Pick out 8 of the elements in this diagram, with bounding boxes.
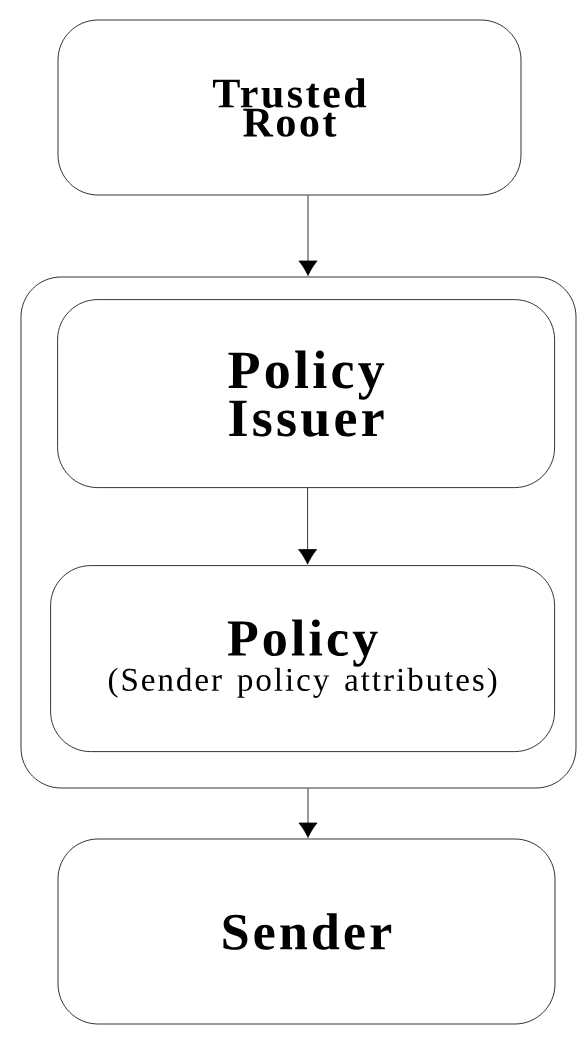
group-box: [20, 276, 577, 789]
arrow: [298, 788, 318, 838]
process-box: Policy (Sender policy attributes): [50, 565, 555, 752]
process-box: Trusted Root: [57, 19, 522, 196]
process-box: Sender: [57, 838, 556, 1025]
arrow: [298, 195, 318, 276]
process-box: Policy Issuer: [57, 299, 555, 488]
arrow: [298, 487, 318, 565]
